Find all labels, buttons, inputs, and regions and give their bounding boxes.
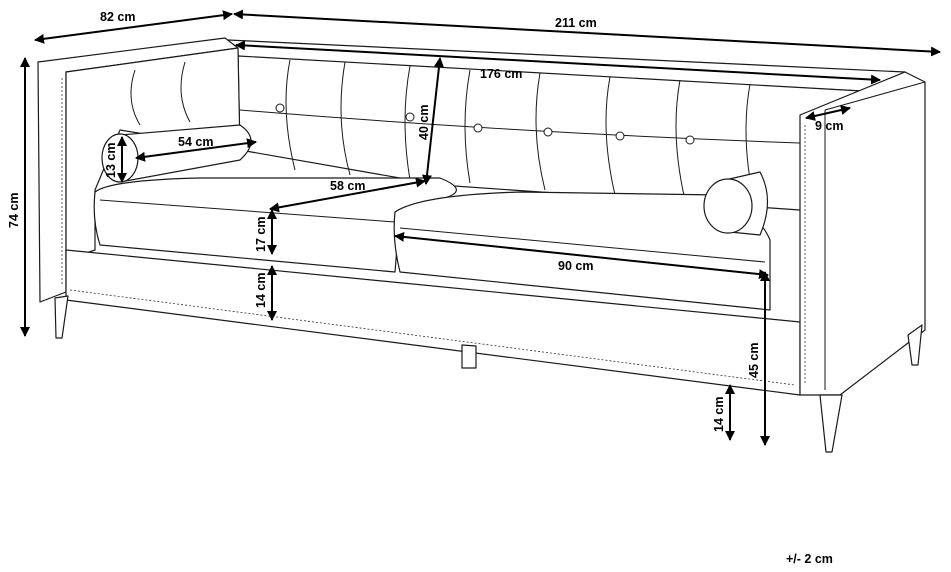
- seat-depth-label: 58 cm: [330, 179, 365, 193]
- seat-height-label: 45 cm: [747, 343, 761, 378]
- dimension-labels: 82 cm 211 cm 176 cm 74 cm 9 cm 54 cm 13 …: [7, 10, 844, 566]
- height-label: 74 cm: [7, 193, 21, 228]
- leg-right-back: [907, 324, 923, 366]
- bolster-length-label: 54 cm: [178, 135, 213, 149]
- leg-right-front: [819, 394, 843, 453]
- width-label: 211 cm: [555, 16, 597, 30]
- dimension-lines: [20, 9, 941, 446]
- cushion-width-label: 90 cm: [558, 259, 593, 273]
- depth-label: 82 cm: [100, 10, 135, 24]
- base-height-label: 14 cm: [254, 273, 268, 308]
- leg-height-label: 14 cm: [712, 397, 726, 432]
- bolster-diameter-label: 13 cm: [104, 143, 118, 178]
- right-arm: [799, 71, 926, 396]
- arm-width-label: 9 cm: [815, 119, 844, 133]
- sofa-drawing: [37, 37, 926, 453]
- leg-middle: [461, 344, 477, 369]
- backrest-height-label: 40 cm: [417, 105, 431, 140]
- right-bolster: [703, 171, 769, 236]
- tolerance-label: +/- 2 cm: [786, 552, 833, 566]
- leg-left: [54, 295, 69, 339]
- cushion-thickness-label: 17 cm: [254, 217, 268, 252]
- inner-width-label: 176 cm: [480, 67, 522, 81]
